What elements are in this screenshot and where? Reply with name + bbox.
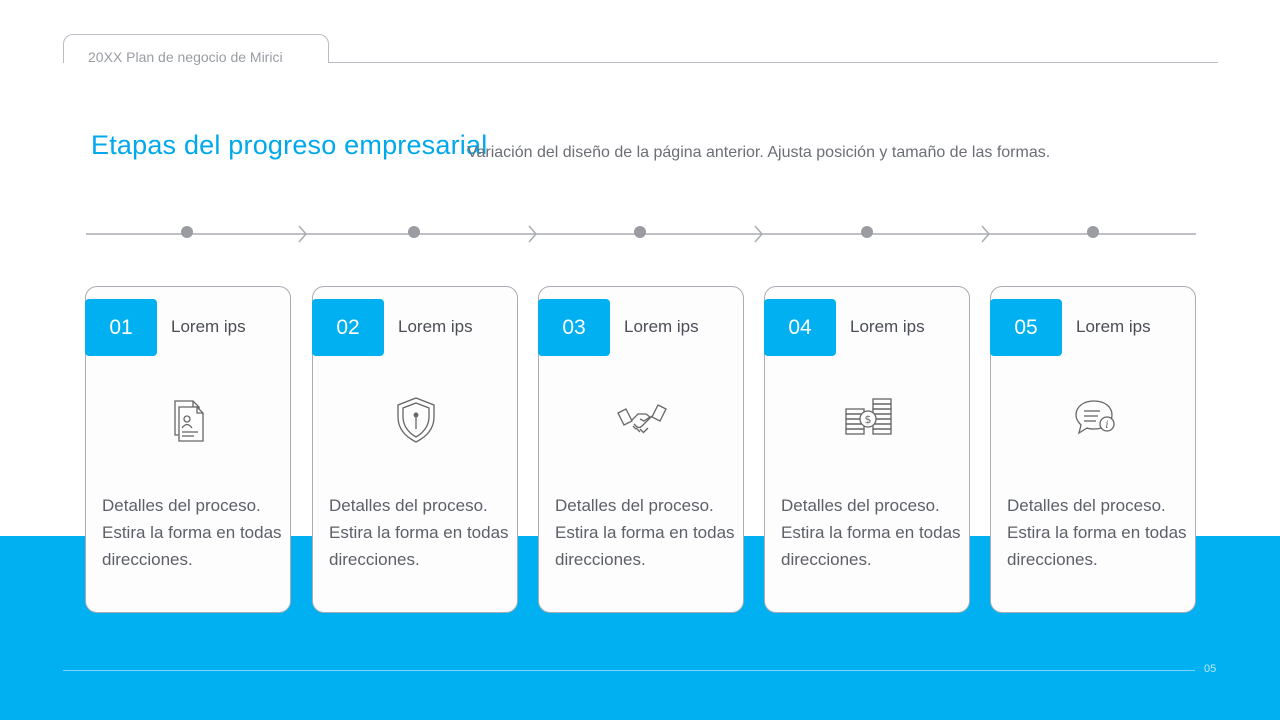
svg-text:$: $ <box>865 413 872 426</box>
stage-description: Detalles del proceso. Estira la forma en… <box>781 496 961 569</box>
stage-description: Detalles del proceso. Estira la forma en… <box>329 496 509 569</box>
page-subtitle: Variación del diseño de la página anteri… <box>467 144 1051 161</box>
timeline-arrow <box>981 225 990 243</box>
stage-card-1: 01 Lorem ips Detalles del proceso. Estir… <box>85 286 291 613</box>
stage-card-3: 03 Lorem ips Detalles del proceso. Estir… <box>538 286 744 613</box>
footer-rule <box>63 670 1195 671</box>
stage-title: Lorem ips <box>1076 317 1151 336</box>
stage-number-badge: 04 <box>764 299 836 356</box>
svg-text:i: i <box>1105 420 1108 431</box>
stage-number-badge: 01 <box>85 299 157 356</box>
stage-card-2: 02 Lorem ips Detalles del proceso. Estir… <box>312 286 518 613</box>
header-tab <box>63 34 329 63</box>
header-title: 20XX Plan de negocio de Mirici <box>88 49 283 65</box>
stage-title: Lorem ips <box>850 317 925 336</box>
stage-title: Lorem ips <box>171 317 246 336</box>
timeline-dot <box>634 226 646 238</box>
stage-description: Detalles del proceso. Estira la forma en… <box>555 496 735 569</box>
stage-title: Lorem ips <box>624 317 699 336</box>
stage-number-badge: 03 <box>538 299 610 356</box>
stage-description: Detalles del proceso. Estira la forma en… <box>102 496 282 569</box>
stage-description: Detalles del proceso. Estira la forma en… <box>1007 496 1187 569</box>
stage-title: Lorem ips <box>398 317 473 336</box>
coins-icon: $ <box>845 398 892 435</box>
timeline-arrow <box>298 225 307 243</box>
timeline-arrow <box>754 225 763 243</box>
chat-info-icon: i <box>1075 400 1115 435</box>
shield-icon <box>397 397 435 443</box>
timeline-dot <box>861 226 873 238</box>
page-title: Etapas del progreso empresarial <box>91 130 488 160</box>
timeline-dot <box>181 226 193 238</box>
timeline-arrow <box>528 225 537 243</box>
handshake-icon <box>617 404 667 434</box>
stage-card-5: 05 Lorem ips i Detalles del proceso. Est… <box>990 286 1196 613</box>
header-rule <box>329 62 1218 63</box>
stage-number-badge: 05 <box>990 299 1062 356</box>
page-number: 05 <box>1204 663 1217 675</box>
timeline-dot <box>408 226 420 238</box>
documents-icon <box>174 400 204 442</box>
stage-number-badge: 02 <box>312 299 384 356</box>
timeline-dot <box>1087 226 1099 238</box>
stage-card-4: 04 Lorem ips $ Detalles del proceso. Est… <box>764 286 970 613</box>
